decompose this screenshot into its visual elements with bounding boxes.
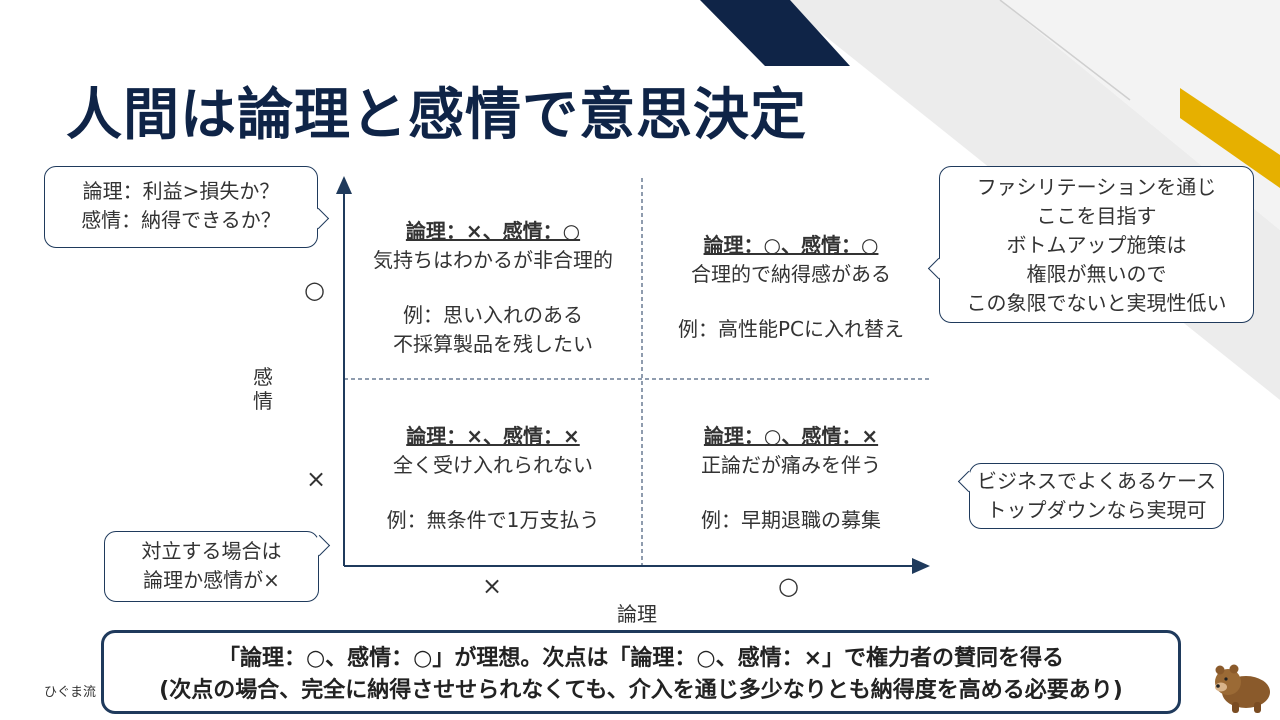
callout-line: この象限でないと実現性低い (966, 291, 1227, 315)
callout-line: 権限が無いので (1026, 262, 1167, 286)
thin-diagonal-line (999, 0, 1131, 101)
x-axis-high-mark: ○ (778, 572, 799, 600)
callout-line: ビジネスでよくあるケース (977, 469, 1216, 493)
quadrant-example: 例：早期退職の募集 (701, 508, 881, 532)
callout-facilitation-goal: ファシリテーションを通じ ここを目指す ボトムアップ施策は 権限が無いので この… (927, 166, 1254, 323)
y-axis-high-mark: ○ (304, 276, 325, 304)
quadrant-description: 全く受け入れられない (393, 453, 593, 477)
quadrant-heading: 論理：○、感情：○ (703, 233, 879, 257)
quadrant-top-right: 論理：○、感情：○ 合理的で納得感がある 例：高性能PCに入れ替え (642, 231, 940, 344)
quadrant-description: 合理的で納得感がある (691, 262, 891, 286)
quadrant-example: 例：高性能PCに入れ替え (677, 317, 905, 341)
x-axis-label: 論理 (617, 602, 657, 626)
y-axis-label: 感情 (253, 365, 273, 413)
callout-conflict: 対立する場合は 論理か感情が× (104, 531, 331, 602)
callout-evaluation-criteria: 論理：利益>損失か？ 感情：納得できるか？ (44, 166, 330, 248)
quadrant-example: 例：無条件で1万支払う (386, 508, 600, 532)
quadrant-description: 気持ちはわかるが非合理的 (373, 248, 613, 272)
quadrant-description: 正論だが痛みを伴う (701, 453, 881, 477)
navy-stripe (700, 0, 850, 66)
quadrant-bottom-left: 論理：×、感情：× 全く受け入れられない 例：無条件で1万支払う (344, 422, 642, 535)
callout-line: 感情：納得できるか？ (81, 208, 281, 232)
quadrant-bottom-right: 論理：○、感情：× 正論だが痛みを伴う 例：早期退職の募集 (642, 422, 940, 535)
callout-business-case: ビジネスでよくあるケース トップダウンなら実現可 (957, 463, 1224, 529)
x-axis-low-mark: × (482, 572, 503, 600)
callout-line: 対立する場合は (141, 539, 282, 563)
quadrant-example: 例：思い入れのある (403, 303, 583, 327)
callout-line: ボトムアップ施策は (1006, 233, 1187, 257)
bear-mascot-icon (1215, 664, 1270, 713)
footer-brand: ひぐま流 (44, 685, 97, 700)
callout-line: 論理：利益>損失か？ (82, 179, 280, 203)
page-title: 人間は論理と感情で意思決定 (66, 83, 807, 148)
callout-line: 論理か感情が× (143, 568, 280, 592)
callout-line: ファシリテーションを通じ (976, 175, 1217, 199)
summary-line: 「論理：○、感情：○」が理想。次点は「論理：○、感情：×」で権力者の賛同を得る (217, 646, 1065, 671)
quadrant-heading: 論理：×、感情：○ (405, 219, 581, 243)
quadrant-heading: 論理：○、感情：× (703, 424, 879, 448)
y-axis-low-mark: × (306, 465, 327, 493)
summary-note: (次点の場合、完全に納得させせられなくても、介入を通じ多少なりとも納得度を高める… (159, 678, 1123, 703)
summary-box: 「論理：○、感情：○」が理想。次点は「論理：○、感情：×」で権力者の賛同を得る … (101, 630, 1181, 714)
quadrant-heading: 論理：×、感情：× (406, 424, 580, 448)
gold-stripe (1180, 88, 1280, 188)
callout-line: ここを目指す (1036, 204, 1157, 228)
quadrant-example-cont: 不採算製品を残したい (393, 332, 593, 356)
callout-line: トップダウンなら実現可 (986, 498, 1207, 522)
quadrant-top-left: 論理：×、感情：○ 気持ちはわかるが非合理的 例：思い入れのある 不採算製品を残… (344, 217, 642, 359)
